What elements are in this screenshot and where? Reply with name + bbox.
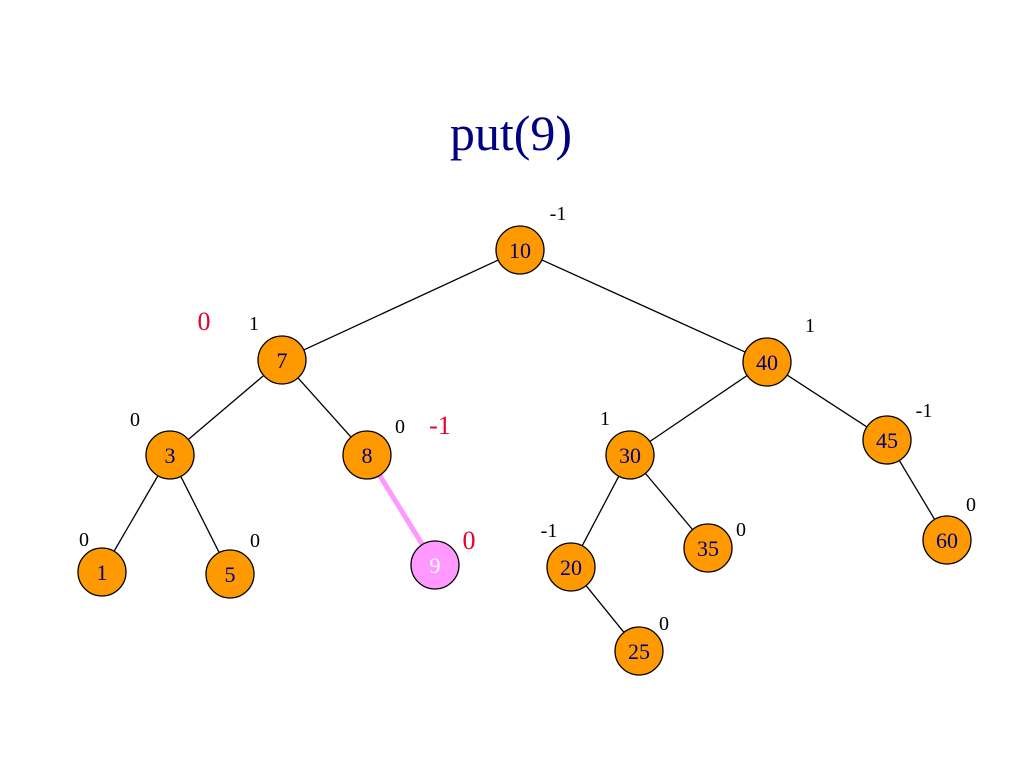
tree-node-60: 60 xyxy=(922,515,972,565)
node-circle xyxy=(342,430,392,480)
tree-node-5: 5 xyxy=(205,549,255,599)
new-node-9: 9 xyxy=(410,540,460,590)
tree-node-3: 3 xyxy=(145,430,195,480)
edge-3-5 xyxy=(180,476,220,553)
edge-7-3 xyxy=(187,375,265,440)
node-circle xyxy=(77,547,127,597)
updated-balance-7: 0 xyxy=(198,307,211,336)
node-label: 40 xyxy=(756,350,778,375)
tree-node-20: 20 xyxy=(546,542,596,592)
tree-edges xyxy=(113,259,936,633)
node-circle xyxy=(495,225,545,275)
tree-node-1: 1 xyxy=(77,547,127,597)
balance-factor-3: 0 xyxy=(130,409,140,431)
edge-30-20 xyxy=(581,475,620,547)
balance-factor-60: 0 xyxy=(966,494,976,516)
balance-factor-25: 0 xyxy=(659,613,669,635)
tree-node-7: 7 xyxy=(257,335,307,385)
tree-node-35: 35 xyxy=(683,523,733,573)
node-circle xyxy=(605,430,655,480)
edge-40-30 xyxy=(649,374,748,443)
node-label: 10 xyxy=(509,238,531,263)
node-label: 8 xyxy=(362,443,373,468)
balance-factor-10: -1 xyxy=(550,203,567,225)
tree-node-10: 10 xyxy=(495,225,545,275)
node-label: 7 xyxy=(277,348,288,373)
tree-node-40: 40 xyxy=(742,337,792,387)
balance-factor-30: 1 xyxy=(600,408,610,430)
node-label: 5 xyxy=(225,562,236,587)
node-circle xyxy=(922,515,972,565)
balance-factor-8: 0 xyxy=(395,416,405,438)
node-circle xyxy=(410,540,460,590)
balance-factor-1: 0 xyxy=(79,529,89,551)
node-label: 30 xyxy=(619,443,641,468)
balance-factor-7: 1 xyxy=(249,313,259,335)
node-label: 3 xyxy=(165,443,176,468)
balance-factor-20: -1 xyxy=(541,520,558,542)
node-label: 35 xyxy=(697,536,719,561)
edge-45-60 xyxy=(898,460,936,520)
node-label: 45 xyxy=(876,428,898,453)
updated-balance-9: 0 xyxy=(463,526,476,555)
node-circle xyxy=(683,523,733,573)
edge-30-35 xyxy=(644,472,694,531)
tree-node-25: 25 xyxy=(614,626,664,676)
balance-factor-35: 0 xyxy=(736,519,746,541)
node-label: 60 xyxy=(936,528,958,553)
node-circle xyxy=(614,626,664,676)
node-label: 9 xyxy=(430,553,441,578)
node-label: 1 xyxy=(97,560,108,585)
edge-10-40 xyxy=(541,259,746,353)
node-circle xyxy=(257,335,307,385)
node-label: 20 xyxy=(560,555,582,580)
edge-20-25 xyxy=(585,585,625,633)
node-circle xyxy=(546,542,596,592)
tree-node-8: 8 xyxy=(342,430,392,480)
edge-7-8 xyxy=(297,377,352,438)
balance-factor-45: -1 xyxy=(916,400,933,422)
node-circle xyxy=(145,430,195,480)
tree-node-30: 30 xyxy=(605,430,655,480)
edge-40-45 xyxy=(786,374,868,428)
node-label: 25 xyxy=(628,639,650,664)
slide-title: put(9) xyxy=(450,105,572,161)
edge-3-1 xyxy=(113,475,159,552)
tree-node-45: 45 xyxy=(862,415,912,465)
balance-factor-40: 1 xyxy=(805,315,815,337)
node-circle xyxy=(742,337,792,387)
node-circle xyxy=(862,415,912,465)
edge-8-9 xyxy=(377,474,425,546)
edge-10-7 xyxy=(303,259,499,351)
node-circle xyxy=(205,549,255,599)
updated-balance-8: -1 xyxy=(429,411,451,440)
balance-factor-5: 0 xyxy=(250,530,260,552)
